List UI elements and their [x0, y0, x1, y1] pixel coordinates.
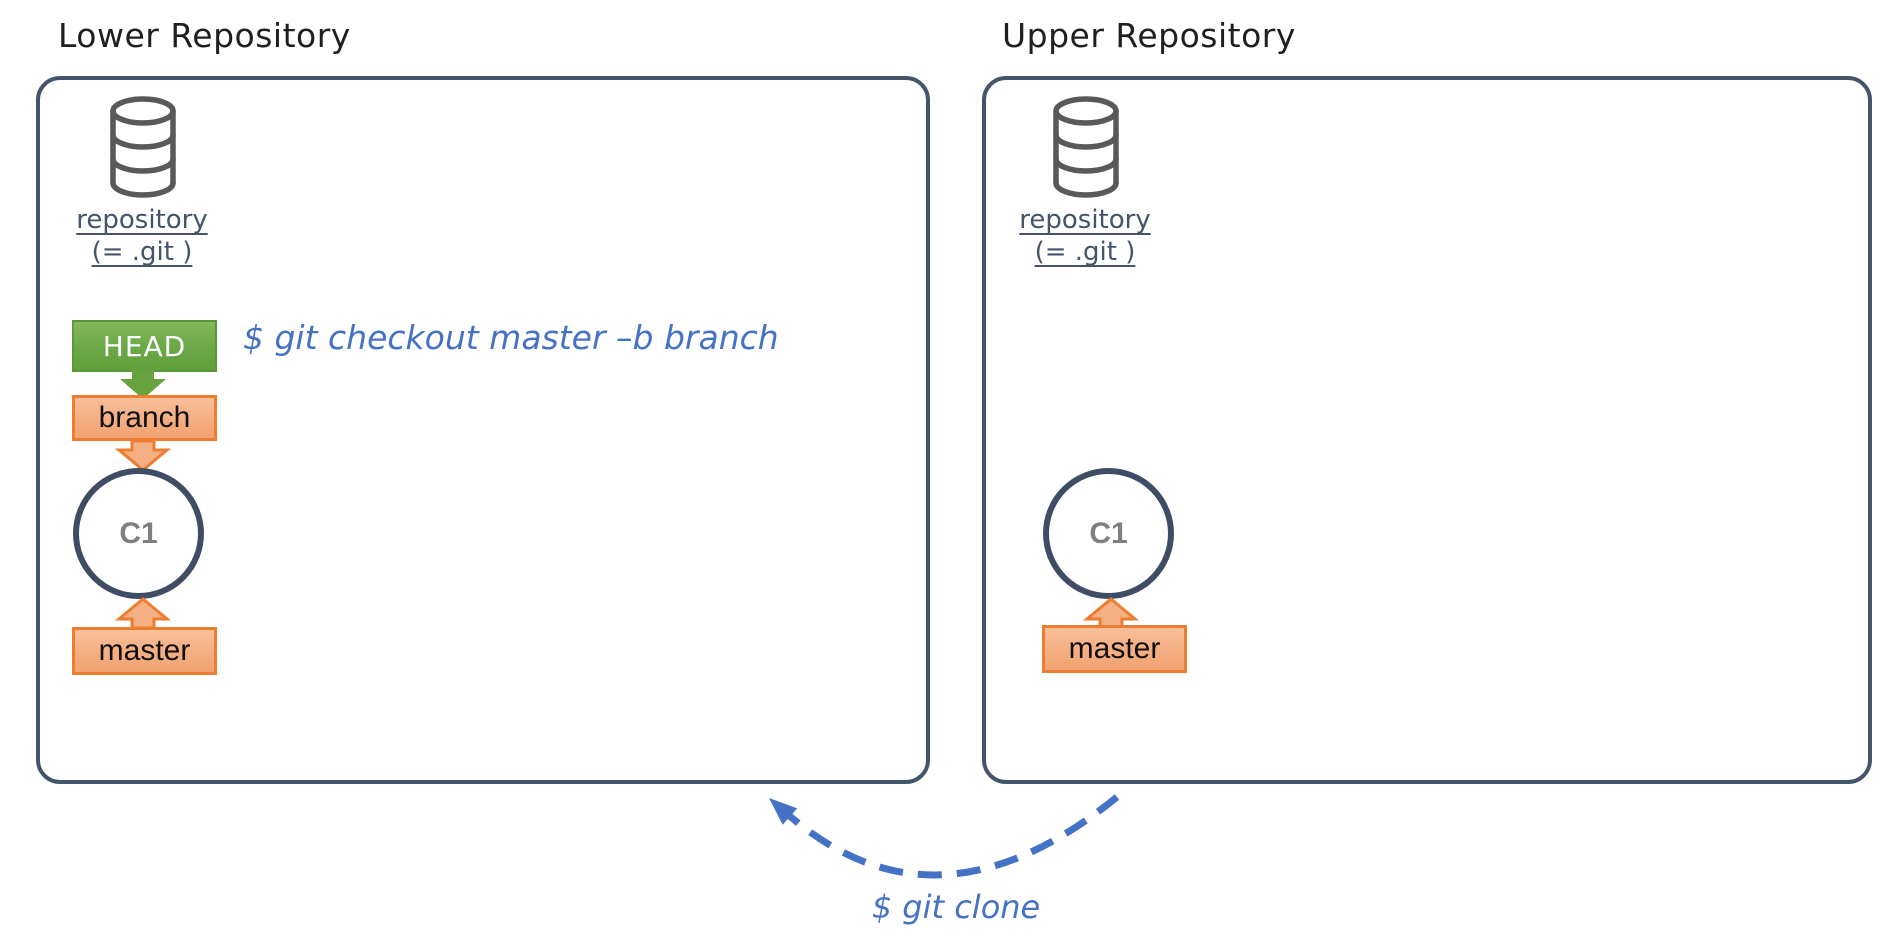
arrow-branch-to-commit: [112, 439, 174, 477]
storage-label-line1: repository: [1019, 205, 1151, 235]
lower-repo-title: Lower Repository: [58, 16, 351, 55]
database-icon: [1050, 96, 1122, 198]
head-ref-box: HEAD: [72, 320, 217, 372]
arrow-head-to-branch: [113, 370, 173, 404]
master-label: master: [1068, 632, 1161, 665]
storage-label-line2: (= .git ): [1034, 237, 1136, 268]
commit-label: C1: [1089, 516, 1128, 550]
branch-label: branch: [98, 401, 191, 434]
upper-storage-label: repository (= .git ): [985, 204, 1185, 268]
lower-storage-label: repository (= .git ): [42, 204, 242, 268]
upper-repo-title: Upper Repository: [1002, 16, 1296, 55]
clone-command-text: $ git clone: [871, 888, 1041, 926]
branch-ref-box: branch: [72, 395, 217, 441]
checkout-command-text: $ git checkout master –b branch: [243, 318, 779, 357]
database-icon: [107, 96, 179, 198]
commit-node: C1: [73, 468, 204, 599]
master-ref-box: master: [1042, 625, 1187, 673]
master-label: master: [98, 634, 191, 667]
head-label: HEAD: [102, 329, 187, 363]
commit-label: C1: [119, 516, 158, 550]
commit-node: C1: [1043, 468, 1174, 599]
master-ref-box: master: [72, 627, 217, 675]
storage-label-line2: (= .git ): [91, 237, 193, 268]
storage-label-line1: repository: [76, 205, 208, 235]
